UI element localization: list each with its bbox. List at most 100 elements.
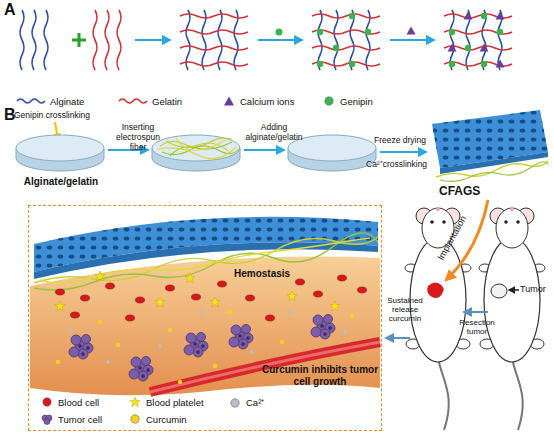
- genipin-crosslinks: [497, 29, 503, 35]
- scaffold-node: CFAGS: [425, 105, 552, 201]
- alginate-chains: [20, 10, 48, 70]
- tumor-cells: [69, 335, 93, 360]
- polymer-network: [444, 10, 512, 70]
- tumor-cells: [311, 315, 335, 340]
- legend-swatch: [325, 97, 333, 105]
- polymer-network: [312, 10, 380, 70]
- platelets: [155, 297, 165, 307]
- genipin-crosslinks: [481, 61, 487, 67]
- genipin-crosslinks: [465, 45, 471, 51]
- legend-item: Tumor cell: [40, 413, 102, 425]
- curcumin-dots: [168, 328, 172, 332]
- node-text: Curcumin inhibits tumor cell growth: [261, 364, 379, 387]
- petri-dish: [152, 135, 240, 171]
- curcumin-dots: [228, 310, 232, 314]
- node-text: Hemostasis: [234, 268, 314, 280]
- blood-cells: [296, 279, 305, 285]
- calcium-dots: [158, 344, 162, 348]
- platelets: [287, 291, 297, 301]
- scaffold-sheet: [432, 110, 548, 181]
- platelets: [95, 271, 105, 281]
- calcium-crosslinks: [448, 12, 505, 68]
- fiber-layer: [34, 237, 378, 283]
- fiber-layer: [40, 238, 370, 284]
- step-label: Adding alginate/gelatin: [243, 123, 305, 143]
- curcumin-dots: [98, 320, 102, 324]
- calcium-crosslinks: [496, 60, 505, 68]
- curcumin-dots: [116, 343, 120, 347]
- platelets: [185, 273, 195, 283]
- release-arrow: [386, 337, 410, 339]
- calcium-symbol: [407, 27, 416, 35]
- platelets: [55, 271, 340, 311]
- legend-swatch-box: [322, 95, 336, 107]
- legend-swatch-box: [222, 95, 236, 107]
- legend-item: Blood platelet: [128, 396, 204, 408]
- legend-item: Gelatin: [118, 95, 182, 107]
- legend-text: Blood cell: [58, 397, 99, 408]
- process-arrow: [135, 39, 170, 41]
- legend-item: Alginate: [16, 95, 84, 107]
- platelets: [330, 301, 340, 311]
- calcium-crosslinks: [448, 44, 457, 52]
- calcium-crosslinks: [464, 12, 473, 20]
- step-label: Sustained release curcumin: [382, 296, 428, 324]
- tumor-cells: [184, 333, 208, 358]
- step-label: Freeze drying: [374, 136, 426, 146]
- electrospun-fibers: [166, 141, 228, 151]
- gelatin-chains: [93, 10, 121, 70]
- node-text: Alginate/gelatin: [12, 176, 110, 188]
- curcumin-dots: [350, 314, 354, 318]
- legend-text: Alginate: [50, 96, 84, 107]
- calcium-dots: [106, 360, 110, 364]
- curcumin-dots: [280, 340, 284, 344]
- blood-cells: [358, 287, 367, 293]
- legend-swatch-box: [118, 95, 148, 107]
- legend-text: Genipin: [340, 96, 373, 107]
- process-arrow: [390, 39, 434, 41]
- panel-letter: A: [4, 1, 16, 19]
- pointer-label: Tumor: [520, 284, 546, 294]
- legend-star: [130, 397, 140, 407]
- genipin-crosslinks: [317, 61, 323, 67]
- legend-triangle: [224, 97, 234, 106]
- calcium-dots: [68, 310, 347, 364]
- panel-b-process-art: [16, 110, 548, 181]
- electrospun-fibers: [158, 138, 240, 159]
- tumor-cells: [129, 357, 153, 382]
- process-arrow: [380, 151, 426, 153]
- electrospun-fibers: [176, 138, 226, 150]
- legend-text: Blood platelet: [146, 397, 204, 408]
- wound: [427, 282, 444, 298]
- genipin-crosslinks: [449, 29, 455, 35]
- tumor-mass: [491, 284, 507, 298]
- blood-cells: [81, 295, 90, 301]
- calcium-dots: [250, 350, 254, 354]
- genipin-crosslinks: [365, 29, 371, 35]
- legend-swatch: [231, 398, 239, 406]
- calcium-dots: [200, 310, 204, 314]
- blood-cells: [106, 283, 115, 289]
- legend-swatch-box: [128, 396, 142, 408]
- genipin-crosslinks: [481, 13, 487, 19]
- legend-text: Ca²⁺: [246, 396, 264, 409]
- pointer-arrow: [509, 289, 519, 291]
- process-arrow: [258, 39, 302, 41]
- scaffold-sheet: [436, 161, 548, 177]
- blood-cells: [246, 295, 255, 301]
- legend-swatch-box: [16, 95, 46, 107]
- plus-symbol: [72, 33, 86, 47]
- curcumin-dots: [56, 360, 60, 364]
- platelets: [210, 297, 220, 307]
- fiber-layer: [34, 233, 378, 290]
- blood-cells: [71, 312, 80, 318]
- dish-node: Alginate/gelatin: [12, 130, 110, 190]
- calcium-crosslinks: [480, 44, 489, 52]
- step-label: Ca²⁺crosslinking: [366, 160, 427, 170]
- legend-line: [119, 99, 147, 103]
- blood-cells: [136, 297, 145, 303]
- blood-cells: [338, 275, 347, 281]
- blood-cells: [314, 291, 323, 297]
- blood-cells: [56, 275, 367, 321]
- legend-swatch-box: [228, 397, 242, 409]
